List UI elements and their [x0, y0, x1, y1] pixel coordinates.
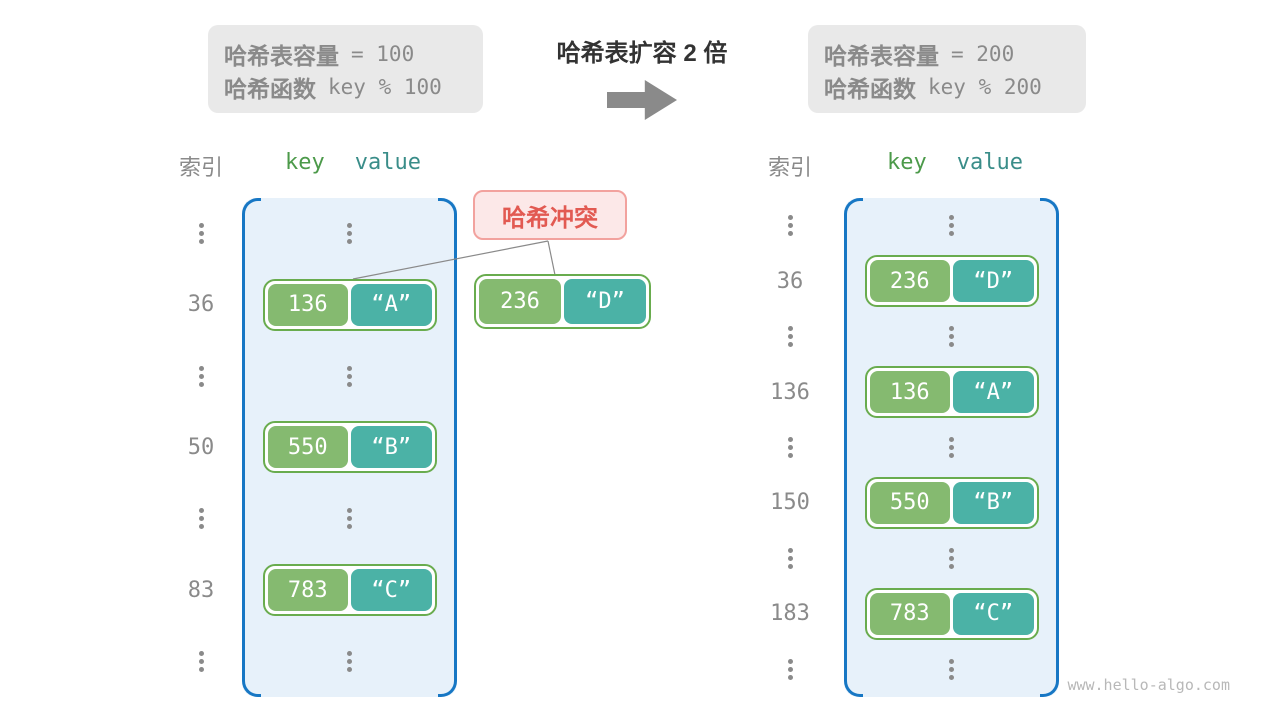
capacity-label: 哈希表容量 [824, 42, 939, 69]
capacity-line: 哈希表容量 = 100 [224, 37, 483, 70]
index-label: 136 [770, 379, 810, 405]
ellipsis-dots [347, 507, 352, 531]
ellipsis-dots [949, 657, 954, 681]
ellipsis-dots [347, 222, 352, 246]
key-box: 783 [869, 592, 950, 635]
ellipsis-dots [198, 649, 204, 673]
capacity-label: 哈希表容量 [224, 42, 339, 69]
index-label: 50 [187, 434, 215, 460]
kv-pair: 783 “C” [864, 587, 1039, 640]
index-label: 183 [770, 601, 810, 627]
index-label: 150 [770, 490, 810, 516]
key-box: 136 [869, 371, 950, 414]
hash-function-value: key % 100 [328, 74, 442, 99]
resize-title: 哈希表扩容 2 倍 [556, 40, 728, 67]
ellipsis-dots [949, 214, 954, 238]
ellipsis-dots [949, 546, 954, 570]
kv-pair: 550 “B” [262, 421, 437, 474]
hash-function-label: 哈希函数 [224, 75, 316, 102]
bucket-array: 136 “A” 550 “B” 783 “C” [242, 198, 457, 697]
kv-pair: 136 “A” [864, 366, 1039, 419]
kv-pair: 783 “C” [262, 564, 437, 617]
ellipsis-dots [198, 507, 204, 531]
capacity-line: 哈希表容量 = 200 [824, 37, 1086, 70]
ellipsis-dots [198, 364, 204, 388]
ellipsis-dots [787, 546, 793, 570]
key-header: key [285, 150, 325, 175]
ellipsis-dots [198, 222, 204, 246]
hash-function-label: 哈希函数 [824, 75, 916, 102]
watermark: www.hello-algo.com [1067, 676, 1230, 694]
kv-headers: key value [242, 150, 457, 175]
collision-label: 哈希冲突 [473, 190, 627, 240]
hash-function-line: 哈希函数 key % 100 [224, 70, 483, 103]
value-box: “C” [953, 592, 1034, 635]
value-box: “D” [564, 279, 646, 324]
key-header: key [887, 150, 927, 175]
ellipsis-dots [347, 649, 352, 673]
ellipsis-dots [949, 435, 954, 459]
value-box: “A” [953, 371, 1034, 414]
value-box: “B” [953, 481, 1034, 524]
bucket-array: 236 “D” 136 “A” 550 “B” 783 “C” [844, 198, 1059, 697]
kv-pair: 136 “A” [262, 278, 437, 331]
index-label: 36 [776, 268, 804, 294]
ellipsis-dots [347, 364, 352, 388]
right-arrow-icon [607, 80, 677, 120]
kv-pair: 236 “D” [864, 255, 1039, 308]
kv-pair: 550 “B” [864, 476, 1039, 529]
index-label: 36 [187, 292, 215, 318]
capacity-value: = 100 [351, 41, 415, 66]
value-header: value [354, 150, 421, 175]
key-box: 783 [267, 569, 348, 612]
hash-table-after: 36 136 150 183 236 “D” 136 “A” 550 “B” 7… [749, 198, 1059, 697]
value-box: “A” [351, 283, 432, 326]
value-box: “D” [953, 260, 1034, 303]
index-header: 索引 [767, 155, 812, 180]
ellipsis-dots [787, 325, 793, 349]
ellipsis-dots [787, 214, 793, 238]
hash-function-line: 哈希函数 key % 200 [824, 70, 1086, 103]
ellipsis-dots [787, 657, 793, 681]
value-header: value [956, 150, 1023, 175]
index-label: 83 [187, 577, 215, 603]
hash-function-value: key % 200 [928, 74, 1042, 99]
key-box: 550 [869, 481, 950, 524]
index-column: 36 50 83 [160, 198, 242, 697]
key-box: 236 [479, 279, 561, 324]
key-box: 136 [267, 283, 348, 326]
key-box: 236 [869, 260, 950, 303]
ellipsis-dots [787, 435, 793, 459]
kv-headers: key value [844, 150, 1059, 175]
index-column: 36 136 150 183 [749, 198, 831, 697]
colliding-kv-pair: 236 “D” [474, 274, 651, 329]
capacity-box-after: 哈希表容量 = 200 哈希函数 key % 200 [808, 25, 1086, 113]
value-box: “C” [351, 569, 432, 612]
index-header: 索引 [178, 155, 223, 180]
connector-line [547, 240, 556, 276]
hash-table-before: 36 50 83 136 “A” 550 “B” 783 “C” [160, 198, 457, 697]
capacity-value: = 200 [951, 41, 1015, 66]
value-box: “B” [351, 426, 432, 469]
capacity-box-before: 哈希表容量 = 100 哈希函数 key % 100 [208, 25, 483, 113]
ellipsis-dots [949, 325, 954, 349]
key-box: 550 [267, 426, 348, 469]
